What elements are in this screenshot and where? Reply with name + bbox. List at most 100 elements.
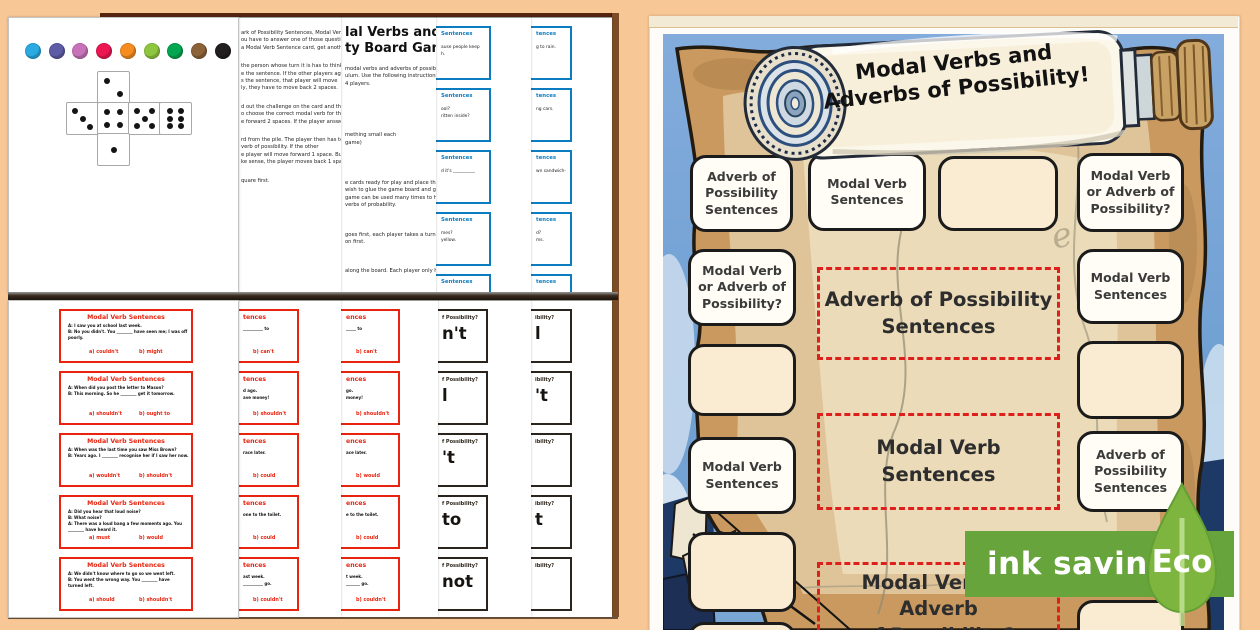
answer-word-card: ibility? l — [531, 309, 572, 363]
text-line: ke sense, the player moves back 1 space. — [241, 159, 341, 166]
blue-card-line: ng cars. — [536, 107, 554, 112]
answer-card-heading: ibility? — [535, 315, 554, 321]
red-card-heading: ences — [346, 376, 367, 383]
answer-card-word: l — [535, 324, 541, 343]
text-line: d out the challenge on the card and the — [241, 103, 341, 110]
red-card-answer-b: b) can't — [356, 349, 377, 355]
dice-pip — [86, 124, 93, 131]
red-card-answer-b: b) shouldn't — [139, 597, 173, 603]
blue-card-line: ms. — [536, 238, 544, 243]
text-line: a Modal Verb Sentence card, get another — [241, 44, 341, 51]
text-line — [345, 99, 436, 110]
answer-card-heading: ibility? — [535, 439, 554, 445]
blue-card-heading: tences — [536, 155, 557, 161]
text-line — [241, 126, 341, 137]
red-card-line: B: This morning. So he ________ get it t… — [68, 391, 175, 396]
text-line: e forward 2 spaces. If the player answer… — [241, 118, 341, 125]
blue-sentence-card: Sentences d it's __________ — [436, 150, 491, 204]
text-line — [345, 257, 436, 268]
bottle-neck-and-cork — [1119, 38, 1214, 131]
red-card-answer-a: a) shouldn't — [89, 411, 122, 417]
text-line: quare first. — [241, 177, 270, 184]
red-card-line: B: What noise? — [68, 515, 102, 520]
answer-card-heading: f Possibility? — [442, 315, 478, 321]
red-card-line: one to the toilet. — [243, 512, 282, 517]
red-card-answer-a: a) must — [89, 535, 111, 541]
answer-card-heading: f Possibility? — [442, 439, 478, 445]
red-card-heading: ences — [346, 438, 367, 445]
dice-pip — [104, 78, 111, 85]
page-counters-dice — [8, 17, 239, 294]
red-card-line: A: We didn't know where to go so we went… — [68, 571, 175, 576]
text-line: wish to glue the game board and game — [345, 187, 436, 194]
dice-pip — [134, 122, 141, 129]
red-card-line: ave money! — [243, 395, 270, 400]
board-dashed-zone: Adverb of Possibility Sentences — [817, 267, 1060, 360]
text-line: along the board. Each player only has — [345, 268, 436, 275]
blue-card-heading: Sentences — [441, 155, 473, 161]
text-line: rd from the pile. The player then has to — [241, 137, 341, 144]
text-line: o choose the correct modal verb for the — [241, 111, 341, 118]
stack-backing-top-edge — [100, 13, 618, 19]
red-card-answer-a: a) couldn't — [89, 349, 119, 355]
text-line: 4 players. — [345, 80, 371, 87]
text-line: ark of Possibility Sentences, Modal Verb — [241, 30, 341, 36]
answer-word-card: ibility? — [531, 433, 572, 487]
counter-dot — [167, 43, 184, 59]
red-card-line: poorly. — [68, 335, 84, 340]
red-card-answer-b: b) could — [356, 535, 379, 541]
answer-card-word: 't — [535, 386, 548, 405]
counter-dot — [48, 43, 65, 59]
blue-card-line: d it's __________ — [441, 169, 475, 174]
dice-pip — [167, 107, 174, 114]
answer-word-card: ibility?'t — [531, 371, 572, 425]
dice-pip — [72, 108, 79, 115]
answer-card-word: l — [442, 386, 448, 405]
dice-pip — [177, 115, 184, 122]
booklet-title-line1: lal Verbs and — [345, 25, 436, 40]
page-text-block: ark of Possibility Sentences, Modal Verb… — [241, 30, 341, 185]
dice-pip — [116, 109, 123, 116]
red-card-heading: Modal Verb Sentences — [87, 500, 165, 507]
red-card-line: B: Years ago. I ________ recognise her i… — [68, 453, 189, 458]
red-card-answer-b: b) couldn't — [253, 597, 283, 603]
counter-dot — [214, 43, 231, 59]
answer-card-heading: f Possibility? — [442, 563, 478, 569]
dice-pip — [148, 108, 155, 115]
stack-backing-bottom-edge — [8, 616, 618, 619]
red-card-answer-b: b) would — [356, 473, 380, 479]
text-line — [345, 169, 436, 180]
blue-card-line: d? — [536, 231, 542, 236]
dice-pip — [177, 123, 184, 130]
dice-pip — [134, 108, 141, 115]
red-card-answer-b: b) ought to — [139, 411, 171, 417]
blue-card-line: mes? — [441, 231, 453, 236]
answer-card-heading: f Possibility? — [442, 377, 478, 383]
board-space: Modal Verb or Adverb of Possibility? — [1077, 153, 1184, 232]
blue-card-heading: tences — [536, 93, 557, 99]
red-card-line: ace later. — [346, 450, 367, 455]
answer-card-heading: f Possibility? — [442, 501, 478, 507]
blue-card-line: ool? — [441, 107, 450, 112]
counter-dot — [190, 43, 207, 59]
text-line — [241, 167, 341, 178]
answer-word-card: f Possibility?n't — [438, 309, 488, 363]
red-card-heading: tences — [243, 314, 267, 321]
board-page-top-edge — [649, 16, 1238, 28]
answer-card-heading: ibility? — [535, 563, 554, 569]
dice-pip — [110, 146, 117, 153]
text-line — [345, 88, 436, 99]
